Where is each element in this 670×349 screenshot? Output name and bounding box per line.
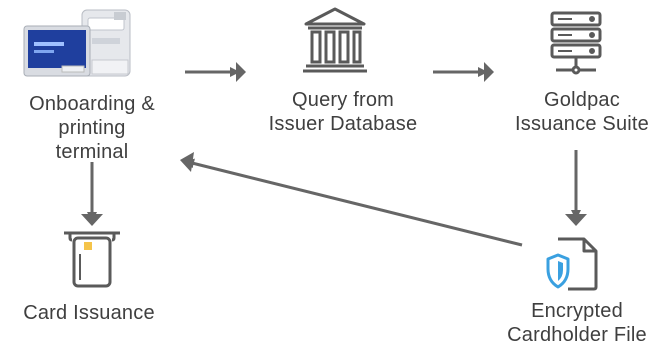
server-stack-icon	[550, 11, 602, 75]
file-label: Encrypted Cardholder File	[507, 300, 647, 346]
shield-document-icon	[546, 237, 598, 291]
card-slot-icon	[64, 231, 120, 288]
card-label: Card Issuance	[23, 302, 155, 324]
suite-label: Goldpac Issuance Suite	[515, 89, 649, 135]
query-label: Query from Issuer Database	[268, 89, 418, 135]
terminal-label: Onboarding & printing terminal	[29, 93, 155, 163]
arrow-file-to-terminal	[184, 158, 523, 247]
bank-building-icon	[303, 7, 367, 73]
kiosk-terminal-icon	[23, 9, 131, 77]
